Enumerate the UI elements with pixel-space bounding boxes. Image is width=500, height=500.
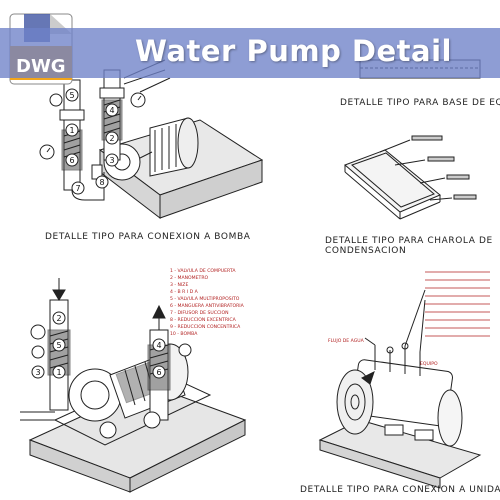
legend-item-3: 4 - B R I D A: [170, 289, 199, 295]
callout-bottom-4: 6: [156, 368, 161, 377]
legend-item-4: 5 - VALVULA MULTIPROPOSITO: [170, 296, 240, 302]
title-banner: [0, 28, 500, 78]
callout-top-1: 1: [69, 126, 74, 135]
unit-legend-lines: [425, 271, 490, 337]
callouts-top: [65, 88, 119, 195]
caption-base-equipo: DETALLE TIPO PARA BASE DE EQUI: [340, 98, 500, 108]
legend-item-2: 3 - NIZE: [170, 282, 188, 288]
legend-item-5: 6 - MANGUERA ANTIVIBRATORIA: [170, 303, 245, 309]
callout-top-0: 5: [69, 91, 74, 100]
dwg-badge-label: DWG: [16, 56, 66, 77]
legend-item-9: 10 - BOMBA: [170, 331, 198, 337]
callout-numbers-top: 5 1 6 2 3 4 7 8: [69, 91, 114, 193]
caption-charola-line1: DETALLE TIPO PARA CHAROLA DE: [325, 236, 493, 246]
callout-top-3: 2: [109, 134, 114, 143]
callout-top-6: 7: [75, 184, 80, 193]
legend-item-0: 1 - VALVULA DE COMPUERTA: [170, 268, 236, 274]
callout-numbers-bottom: 2 5 1 4 6 3: [35, 314, 161, 377]
unit-labels: FLUJO DE AGUA EQUIPO: [328, 338, 438, 367]
pump-assembly-detail: [20, 278, 247, 493]
flow-label: FLUJO DE AGUA: [328, 338, 365, 344]
callouts-bottom: [31, 311, 166, 379]
equipo-label: EQUIPO: [420, 361, 438, 367]
callout-bottom-5: 3: [35, 368, 40, 377]
legend-item-1: 2 - MANOMETRO: [170, 275, 209, 281]
caption-conexion-bomba: DETALLE TIPO PARA CONEXION A BOMBA: [45, 232, 251, 242]
legend-item-8: 9 - REDUCCION CONCENTRICA: [170, 324, 241, 330]
callout-bottom-1: 5: [56, 341, 61, 350]
callout-top-2: 6: [69, 156, 74, 165]
legend-bottom-left: 1 - VALVULA DE COMPUERTA 2 - MANOMETRO 3…: [170, 268, 245, 337]
callout-bottom-2: 1: [56, 368, 61, 377]
callout-bottom-3: 4: [156, 341, 161, 350]
legend-item-7: 8 - REDUCCION EXCENTRICA: [170, 317, 237, 323]
caption-conexion-unidad: DETALLE TIPO PARA CONEXION A UNIDAD: [300, 485, 500, 495]
condensate-tray: [344, 135, 477, 220]
pump-connection-detail: [39, 59, 264, 220]
callout-bottom-0: 2: [56, 314, 61, 323]
callout-top-5: 4: [109, 106, 114, 115]
callout-top-4: 3: [109, 156, 114, 165]
callout-top-7: 8: [99, 178, 104, 187]
legend-item-6: 7 - DIFUSOR DE SUCCION: [170, 310, 229, 316]
caption-charola-line2: CONDENSACION: [325, 246, 407, 256]
unit-connection-detail: [318, 289, 482, 489]
page-title: Water Pump Detail: [135, 34, 452, 68]
